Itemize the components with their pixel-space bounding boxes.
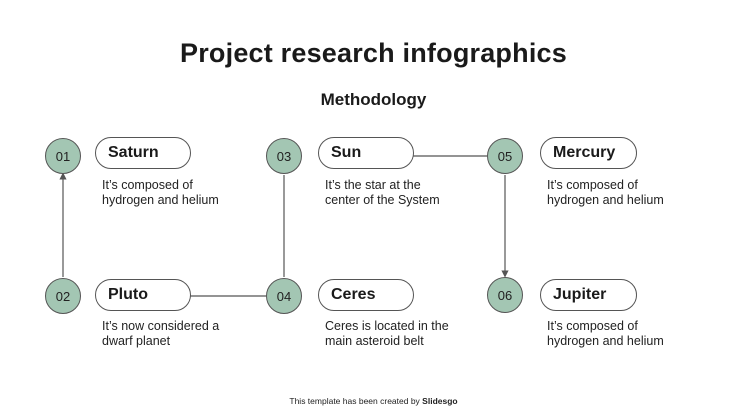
step-label-03: Sun xyxy=(318,137,414,169)
footer-credit: This template has been created by Slides… xyxy=(0,396,747,406)
step-description-02-line2: dwarf planet xyxy=(102,334,171,348)
step-description-01: It’s composed of hydrogen and helium xyxy=(102,178,262,208)
step-description-03-line1: It’s the star at the xyxy=(325,178,421,192)
step-number-03: 03 xyxy=(266,138,302,174)
step-label-01: Saturn xyxy=(95,137,191,169)
step-number-02: 02 xyxy=(45,278,81,314)
step-number-04: 04 xyxy=(266,278,302,314)
step-description-05-line1: It’s composed of xyxy=(547,178,638,192)
step-description-04: Ceres is located in the main asteroid be… xyxy=(325,319,485,349)
step-description-03-line2: center of the System xyxy=(325,193,440,207)
step-description-03: It’s the star at the center of the Syste… xyxy=(325,178,485,208)
step-description-02-line1: It’s now considered a xyxy=(102,319,220,333)
step-label-04: Ceres xyxy=(318,279,414,311)
step-label-06: Jupiter xyxy=(540,279,637,311)
step-description-06-line1: It’s composed of xyxy=(547,319,638,333)
step-description-05: It’s composed of hydrogen and helium xyxy=(547,178,707,208)
step-number-01: 01 xyxy=(45,138,81,174)
step-description-02: It’s now considered a dwarf planet xyxy=(102,319,262,349)
step-label-02: Pluto xyxy=(95,279,191,311)
step-description-04-line2: main asteroid belt xyxy=(325,334,424,348)
step-description-04-line1: Ceres is located in the xyxy=(325,319,449,333)
step-description-06: It’s composed of hydrogen and helium xyxy=(547,319,707,349)
page-subtitle: Methodology xyxy=(320,90,427,109)
footer-credit-brand[interactable]: Slidesgo xyxy=(422,396,458,406)
step-description-01-line2: hydrogen and helium xyxy=(102,193,219,207)
step-number-05: 05 xyxy=(487,138,523,174)
footer-credit-prefix: This template has been created by xyxy=(289,396,423,406)
step-description-05-line2: hydrogen and helium xyxy=(547,193,664,207)
step-description-06-line2: hydrogen and helium xyxy=(547,334,664,348)
step-number-06: 06 xyxy=(487,277,523,313)
page-title: Project research infographics xyxy=(180,38,567,68)
step-description-01-line1: It’s composed of xyxy=(102,178,193,192)
step-label-05: Mercury xyxy=(540,137,637,169)
